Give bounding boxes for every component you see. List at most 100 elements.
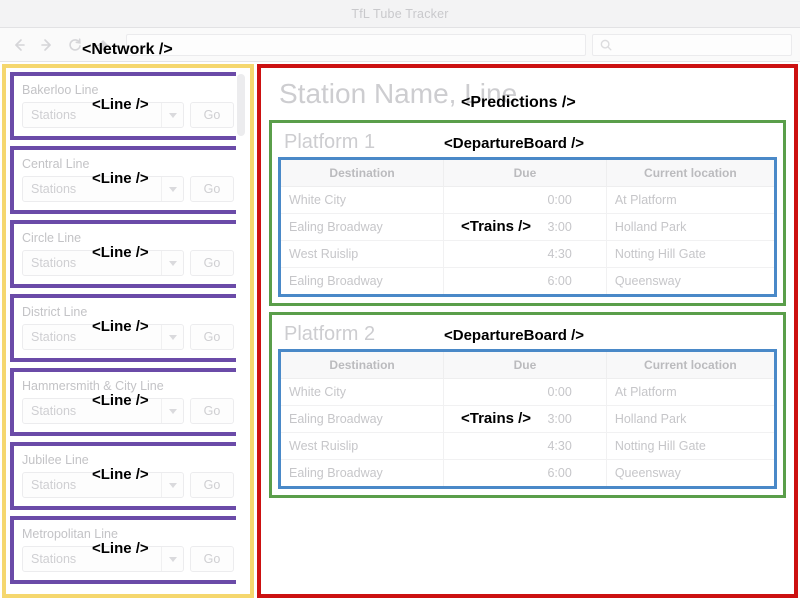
- chevron-down-icon: [161, 399, 183, 423]
- station-select-placeholder: Stations: [31, 552, 77, 566]
- line-card[interactable]: Circle Line Stations Go <Line />: [10, 220, 246, 288]
- cell-destination: Ealing Broadway: [281, 267, 445, 294]
- go-button[interactable]: Go: [190, 398, 234, 424]
- cell-destination: West Ruislip: [281, 240, 445, 268]
- line-card[interactable]: Jubilee Line Stations Go <Line />: [10, 442, 246, 510]
- departure-board: Platform 2 <DepartureBoard /> Destinatio…: [269, 312, 786, 498]
- station-select[interactable]: Stations: [22, 398, 184, 424]
- platform-title: Platform 1: [284, 131, 376, 153]
- go-button[interactable]: Go: [190, 324, 234, 350]
- cell-location: At Platform: [606, 186, 774, 214]
- table-row: Ealing Broadway 3:00 Holland Park: [281, 405, 774, 433]
- back-arrow-icon[interactable]: [8, 34, 30, 56]
- line-name: District Line: [22, 305, 88, 319]
- station-select[interactable]: Stations: [22, 102, 184, 128]
- cell-location: Notting Hill Gate: [606, 432, 774, 460]
- predictions-panel: Station Name, Line <Predictions /> Platf…: [257, 64, 798, 598]
- browser-toolbar: <Network />: [0, 28, 800, 62]
- line-controls: Stations Go: [22, 102, 234, 128]
- station-select[interactable]: Stations: [22, 472, 184, 498]
- line-controls: Stations Go: [22, 472, 234, 498]
- sidebar-scrollbar[interactable]: [236, 72, 246, 590]
- cell-due: 4:30: [443, 432, 607, 460]
- network-line-list: Bakerloo Line Stations Go <Line /> Centr…: [6, 68, 250, 594]
- cell-location: Notting Hill Gate: [606, 240, 774, 268]
- trains-table: Destination Due Current location White C…: [278, 349, 777, 489]
- sidebar-scrollbar-thumb[interactable]: [237, 74, 245, 136]
- station-select[interactable]: Stations: [22, 546, 184, 572]
- cell-location: Queensway: [614, 274, 681, 288]
- cell-location: Holland Park: [606, 405, 774, 433]
- search-icon: [599, 38, 613, 52]
- station-select-placeholder: Stations: [31, 478, 77, 492]
- search-input[interactable]: [592, 33, 792, 56]
- station-select[interactable]: Stations: [22, 324, 184, 350]
- table-row: Ealing Broadway 3:00 Holland Park: [281, 213, 774, 241]
- line-controls: Stations Go: [22, 324, 234, 350]
- forward-arrow-icon[interactable]: [36, 34, 58, 56]
- chevron-down-icon: [161, 251, 183, 275]
- cell-location: Queensway: [614, 466, 681, 480]
- line-card[interactable]: Bakerloo Line Stations Go <Line />: [10, 72, 246, 140]
- line-controls: Stations Go: [22, 176, 234, 202]
- cell-location: At Platform: [606, 378, 774, 406]
- cell-due: 3:00: [443, 405, 607, 433]
- window-titlebar: TfL Tube Tracker: [0, 0, 800, 28]
- line-name: Central Line: [22, 157, 90, 171]
- line-name: Bakerloo Line: [22, 83, 99, 97]
- line-controls: Stations Go: [22, 250, 234, 276]
- table-row: White City 0:00 At Platform: [281, 378, 774, 406]
- station-select[interactable]: Stations: [22, 176, 184, 202]
- go-button[interactable]: Go: [190, 546, 234, 572]
- line-controls: Stations Go: [22, 546, 234, 572]
- page-title: Station Name, Line: [279, 78, 518, 109]
- table-row: West Ruislip 4:30 Notting Hill Gate: [281, 240, 774, 268]
- line-card[interactable]: Central Line Stations Go <Line />: [10, 146, 246, 214]
- station-select-placeholder: Stations: [31, 256, 77, 270]
- column-header-current-location: Current location: [606, 160, 774, 187]
- station-select-placeholder: Stations: [31, 108, 77, 122]
- trains-table: Destination Due Current location White C…: [278, 157, 777, 297]
- table-row: Ealing Broadway 6:00 Queensway: [281, 267, 774, 294]
- chevron-down-icon: [161, 103, 183, 127]
- table-row: Ealing Broadway 6:00 Queensway: [281, 459, 774, 486]
- line-card[interactable]: Hammersmith & City Line Stations Go <Lin…: [10, 368, 246, 436]
- cell-location: Holland Park: [606, 213, 774, 241]
- table-header-row: Destination Due Current location: [281, 160, 774, 187]
- column-header-destination: Destination: [281, 352, 445, 379]
- cell-due: 0:00: [443, 186, 607, 214]
- departure-board: Platform 1 <DepartureBoard /> Destinatio…: [269, 120, 786, 306]
- cell-due: 3:00: [443, 213, 607, 241]
- go-button[interactable]: Go: [190, 250, 234, 276]
- line-card[interactable]: District Line Stations Go <Line />: [10, 294, 246, 362]
- line-card[interactable]: Metropolitan Line Stations Go <Line />: [10, 516, 246, 584]
- cell-due: 0:00: [443, 378, 607, 406]
- go-button[interactable]: Go: [190, 102, 234, 128]
- station-select-placeholder: Stations: [31, 182, 77, 196]
- cell-due: 6:00: [443, 267, 607, 294]
- window-title: TfL Tube Tracker: [351, 6, 449, 21]
- cell-due: 6:00: [443, 459, 607, 486]
- column-header-due: Due: [443, 160, 607, 187]
- go-button[interactable]: Go: [190, 472, 234, 498]
- column-header-due: Due: [443, 352, 607, 379]
- cell-due: 4:30: [443, 240, 607, 268]
- column-header-destination: Destination: [281, 160, 445, 187]
- cell-destination: West Ruislip: [281, 432, 445, 460]
- cell-destination: Ealing Broadway: [281, 213, 445, 241]
- chevron-down-icon: [161, 177, 183, 201]
- cell-destination: Ealing Broadway: [281, 405, 445, 433]
- chevron-down-icon: [161, 325, 183, 349]
- reload-icon[interactable]: [64, 34, 86, 56]
- page-body: Bakerloo Line Stations Go <Line /> Centr…: [0, 62, 800, 600]
- cell-destination: White City: [281, 378, 445, 406]
- cell-destination: White City: [281, 186, 445, 214]
- url-input[interactable]: [126, 33, 586, 56]
- station-select[interactable]: Stations: [22, 250, 184, 276]
- home-icon[interactable]: [92, 34, 114, 56]
- station-select-placeholder: Stations: [31, 404, 77, 418]
- go-button[interactable]: Go: [190, 176, 234, 202]
- station-select-placeholder: Stations: [31, 330, 77, 344]
- table-row: West Ruislip 4:30 Notting Hill Gate: [281, 432, 774, 460]
